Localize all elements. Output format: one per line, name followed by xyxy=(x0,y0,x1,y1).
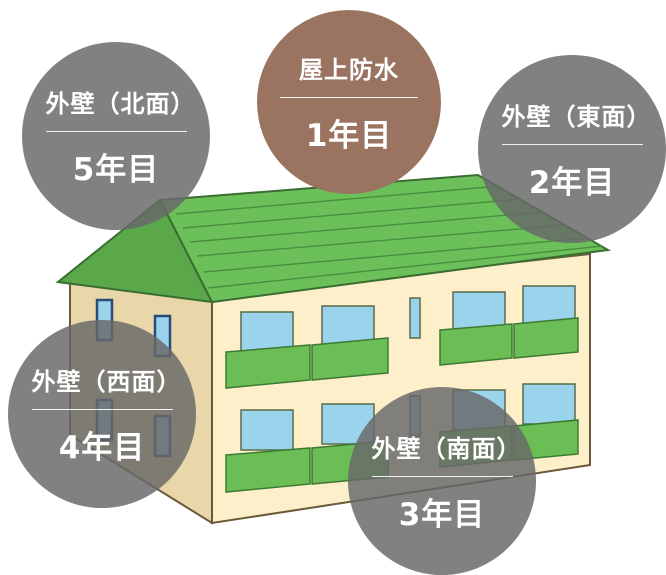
badge-west-wall: 外壁（西面） 4年目 xyxy=(8,320,196,508)
balcony xyxy=(311,337,389,381)
badge-part-label: 外壁（南面） xyxy=(371,429,521,477)
roof-lines xyxy=(175,185,603,289)
front-window xyxy=(321,305,375,347)
badge-year-label: 5年目 xyxy=(72,151,160,188)
badge-south-wall: 外壁（南面） 3年目 xyxy=(348,387,536,575)
front-window xyxy=(240,311,294,353)
balcony xyxy=(513,317,579,359)
badge-year-label: 2年目 xyxy=(528,164,616,201)
badge-part-label: 外壁（東面） xyxy=(501,97,651,145)
balcony xyxy=(439,323,513,366)
front-window xyxy=(522,383,576,425)
badge-north-wall: 外壁（北面） 5年目 xyxy=(22,42,210,230)
front-window xyxy=(240,409,294,451)
balcony xyxy=(225,344,311,389)
stair-window xyxy=(409,297,421,339)
badge-east-wall: 外壁（東面） 2年目 xyxy=(478,55,666,243)
badge-year-label: 1年目 xyxy=(305,117,393,154)
balcony xyxy=(225,447,311,493)
badge-year-label: 3年目 xyxy=(398,496,486,533)
badge-year-label: 4年目 xyxy=(58,429,146,466)
badge-part-label: 屋上防水 xyxy=(280,50,418,98)
badge-part-label: 外壁（西面） xyxy=(31,362,181,410)
badge-part-label: 外壁（北面） xyxy=(45,84,195,132)
badge-roof: 屋上防水 1年目 xyxy=(257,10,441,194)
